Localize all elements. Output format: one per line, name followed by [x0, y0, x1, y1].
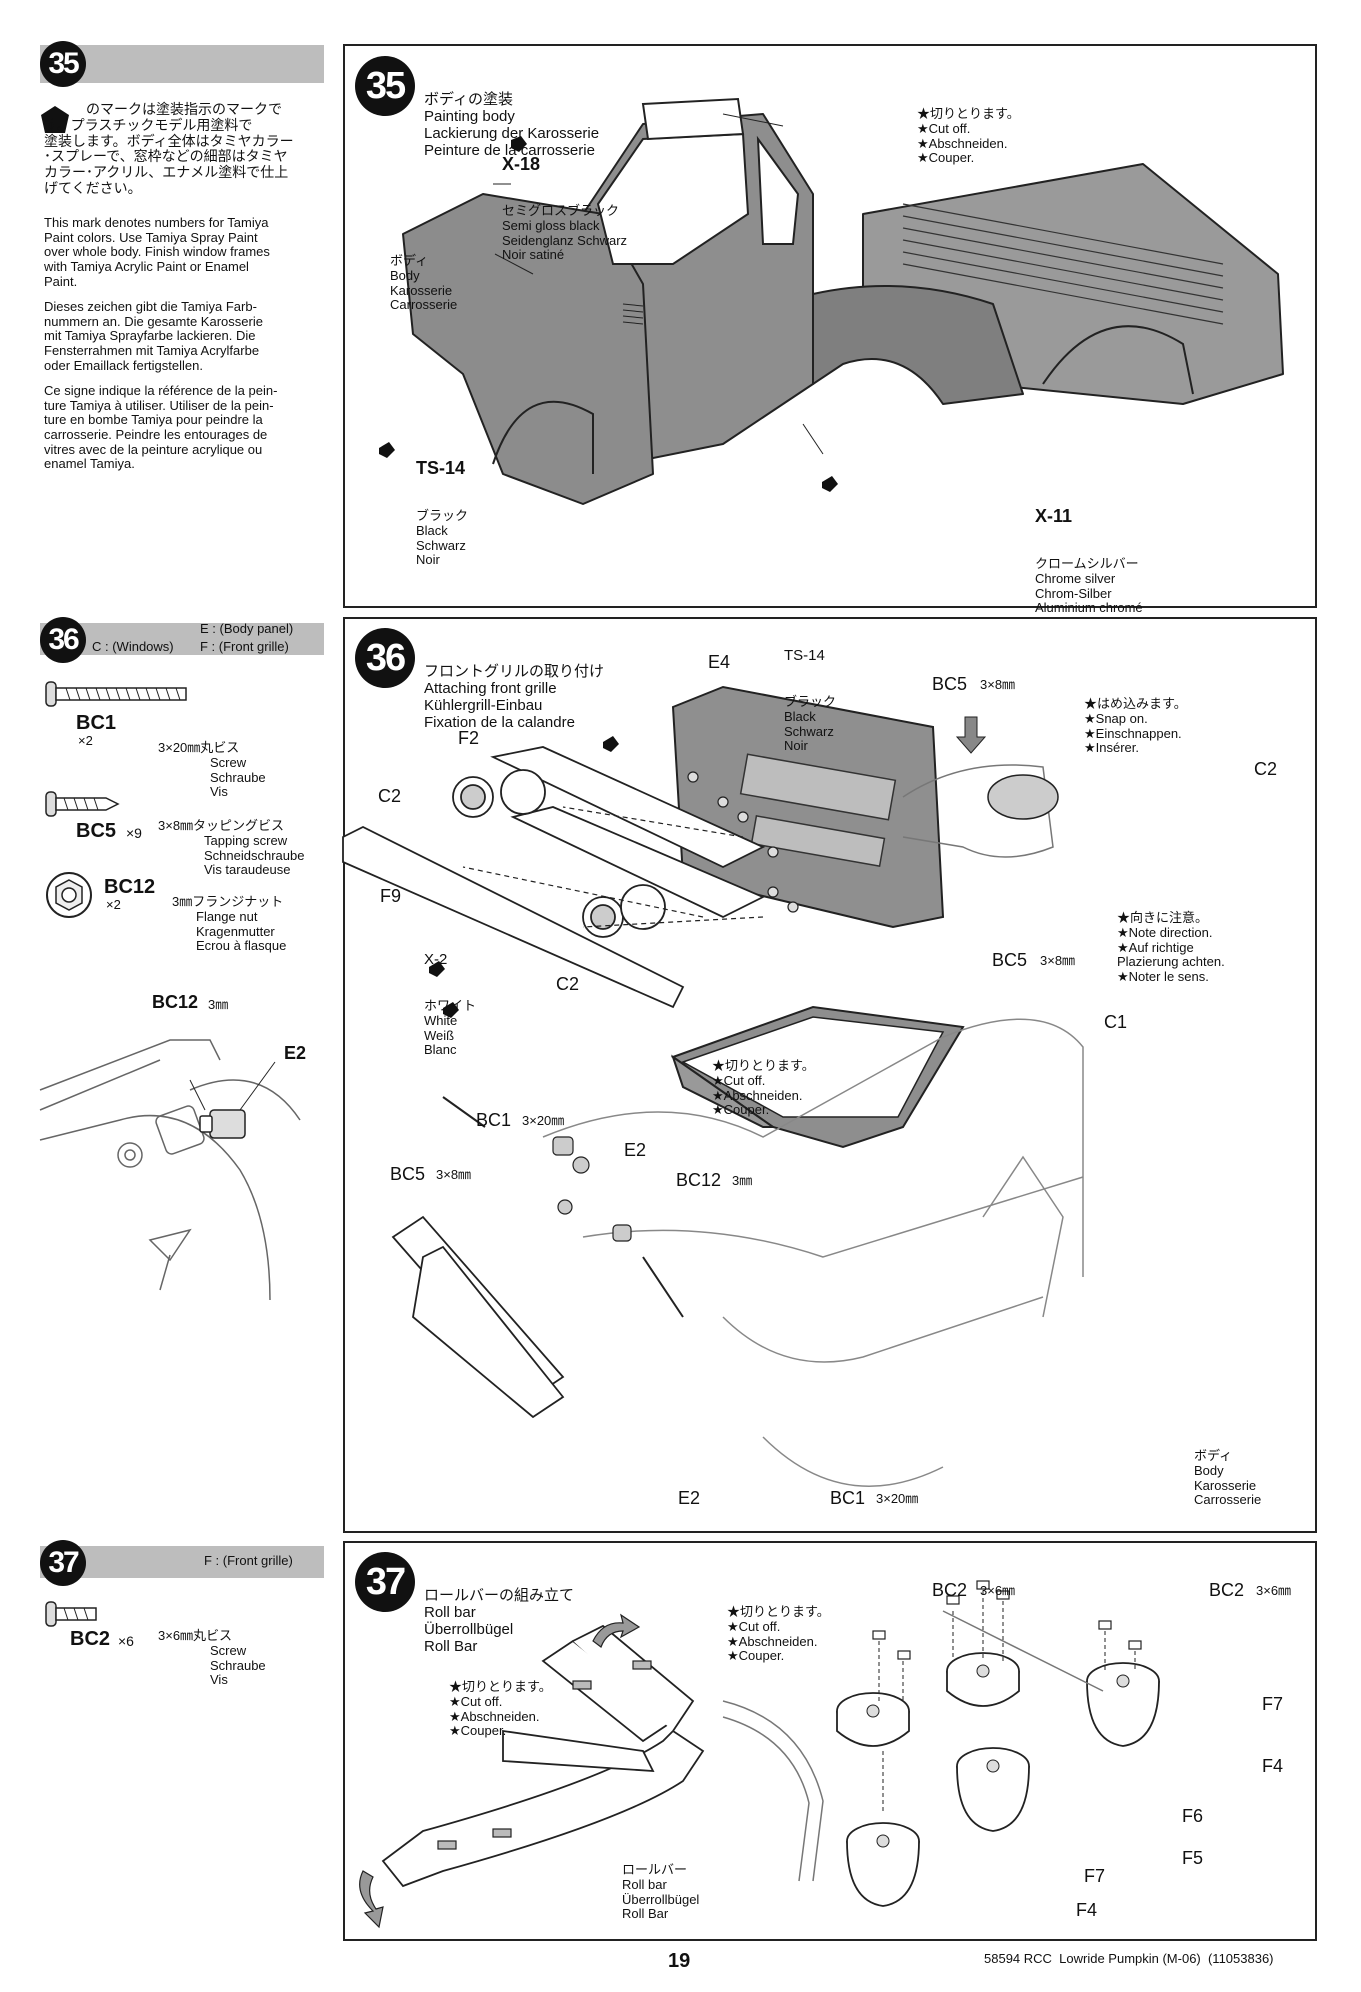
step37-number-badge: 37	[40, 1540, 86, 1586]
label-c2-inset: C2	[1254, 759, 1278, 779]
label-c2-bottom: C2	[556, 974, 580, 994]
label-e2-top: E2	[624, 1140, 647, 1160]
bc12-code: BC12	[104, 876, 156, 898]
step36-header-e: E : (Body panel)	[200, 621, 294, 636]
detail-bc12-code: BC12	[152, 992, 199, 1012]
step37-header-f: F : (Front grille)	[204, 1553, 293, 1568]
bc2-code: BC2	[70, 1628, 111, 1650]
step37-cut-off-b: ★切りとります。★Cut off.★Abschneiden.★Couper.	[449, 1679, 552, 1739]
label-bc2-right: BC2	[1209, 1580, 1245, 1600]
label-c2-left: C2	[378, 786, 402, 806]
label-f7-top: F7	[1262, 1694, 1284, 1714]
truck-body-illustration	[379, 97, 1284, 505]
bc5-code: BC5	[76, 820, 117, 842]
detail-e2-label: E2	[284, 1043, 307, 1063]
bc12-qty: ×2	[106, 897, 121, 912]
label-f5: F5	[1182, 1848, 1204, 1868]
product-code: 58594 RCC Lowride Pumpkin (M-06) (110538…	[984, 1951, 1274, 1966]
step35-sidebar-en: This mark denotes numbers for Tamiya Pai…	[44, 215, 270, 289]
bc1-qty: ×2	[78, 733, 93, 748]
label-bc1-bottom: BC1	[830, 1488, 866, 1508]
step35-sidebar-ja: のマークは塗装指示のマークで す。プラスチックモデル用塗料で 塗装します。ボディ…	[44, 101, 294, 197]
step36-cut-off-note: ★切りとります。★Cut off.★Abschneiden.★Couper.	[712, 1058, 815, 1118]
label-bc5-top: BC5	[932, 674, 968, 694]
label-bc2-right-size: 3×6㎜	[1256, 1583, 1292, 1598]
front-grille-assembly-illustration	[342, 685, 1084, 1487]
step35-number-badge: 35	[40, 41, 86, 87]
label-bc5-top-size: 3×8㎜	[980, 677, 1016, 692]
step36-number-badge: 36	[40, 617, 86, 663]
step37-cut-off-a: ★切りとります。★Cut off.★Abschneiden.★Couper.	[727, 1604, 830, 1664]
screw-3x20-icon	[45, 681, 187, 707]
step35-sidebar-fr: Ce signe indique la référence de la pein…	[44, 383, 278, 472]
screw-3x6-icon	[45, 1601, 97, 1627]
label-bc1-top: BC1	[476, 1110, 512, 1130]
label-bc5-mid: BC5	[992, 950, 1028, 970]
paint-mark-icon	[41, 106, 69, 133]
label-bc5-mid-size: 3×8㎜	[1040, 953, 1076, 968]
label-f9: F9	[380, 886, 402, 906]
bc5-qty: ×9	[126, 825, 142, 841]
bc2-qty: ×6	[118, 1633, 134, 1649]
label-bc2-left: BC2	[932, 1580, 968, 1600]
detail-bc12-size: 3㎜	[208, 997, 229, 1012]
x2-code: X-2	[424, 951, 448, 968]
label-f7-bottom: F7	[1084, 1866, 1106, 1886]
tapping-screw-3x8-icon	[45, 791, 120, 817]
label-c1: C1	[1104, 1012, 1128, 1032]
label-f6: F6	[1182, 1806, 1204, 1826]
step37-panel-badge: 37	[355, 1552, 415, 1612]
label-bc1-top-size: 3×20㎜	[522, 1113, 565, 1128]
step35-panel-badge: 35	[355, 56, 415, 116]
step36-header-c: C : (Windows)	[92, 639, 174, 654]
label-f2: F2	[458, 728, 480, 748]
bc1-code: BC1	[76, 712, 117, 734]
step36-header-f: F : (Front grille)	[200, 639, 289, 654]
bc12-detail-sketch	[39, 1039, 301, 1301]
step36-panel-badge: 36	[355, 628, 415, 688]
step35-cut-off-note: ★切りとります。★Cut off.★Abschneiden.★Couper.	[917, 106, 1020, 166]
x18-code: X-18	[502, 154, 541, 174]
label-bc5-low-size: 3×8㎜	[436, 1167, 472, 1182]
label-bc5-low: BC5	[390, 1164, 426, 1184]
label-f4-bottom: F4	[1076, 1900, 1098, 1920]
step36-header-bar	[40, 623, 324, 655]
step35-sidebar-de: Dieses zeichen gibt die Tamiya Farb- num…	[44, 299, 263, 373]
x11-code: X-11	[1035, 506, 1073, 526]
label-bc2-left-size: 3×6㎜	[980, 1583, 1016, 1598]
label-bc12-size: 3㎜	[732, 1173, 753, 1188]
step35-header-bar	[40, 45, 324, 83]
page-number: 19	[668, 1950, 691, 1972]
label-e2-bottom: E2	[678, 1488, 701, 1508]
label-f4-top: F4	[1262, 1756, 1284, 1776]
label-bc12: BC12	[676, 1170, 722, 1190]
snap-on-note: ★はめ込みます。★Snap on.★Einschnappen.★Insérer.	[1084, 696, 1187, 756]
ts14-code-36: TS-14	[784, 647, 825, 664]
flange-nut-icon	[46, 872, 92, 918]
roll-bar-assembly-illustration	[359, 1580, 1160, 1929]
ts14-code: TS-14	[416, 458, 466, 478]
step37-header-bar	[40, 1546, 324, 1578]
label-bc1-bottom-size: 3×20㎜	[876, 1491, 919, 1506]
label-e4: E4	[708, 652, 731, 672]
